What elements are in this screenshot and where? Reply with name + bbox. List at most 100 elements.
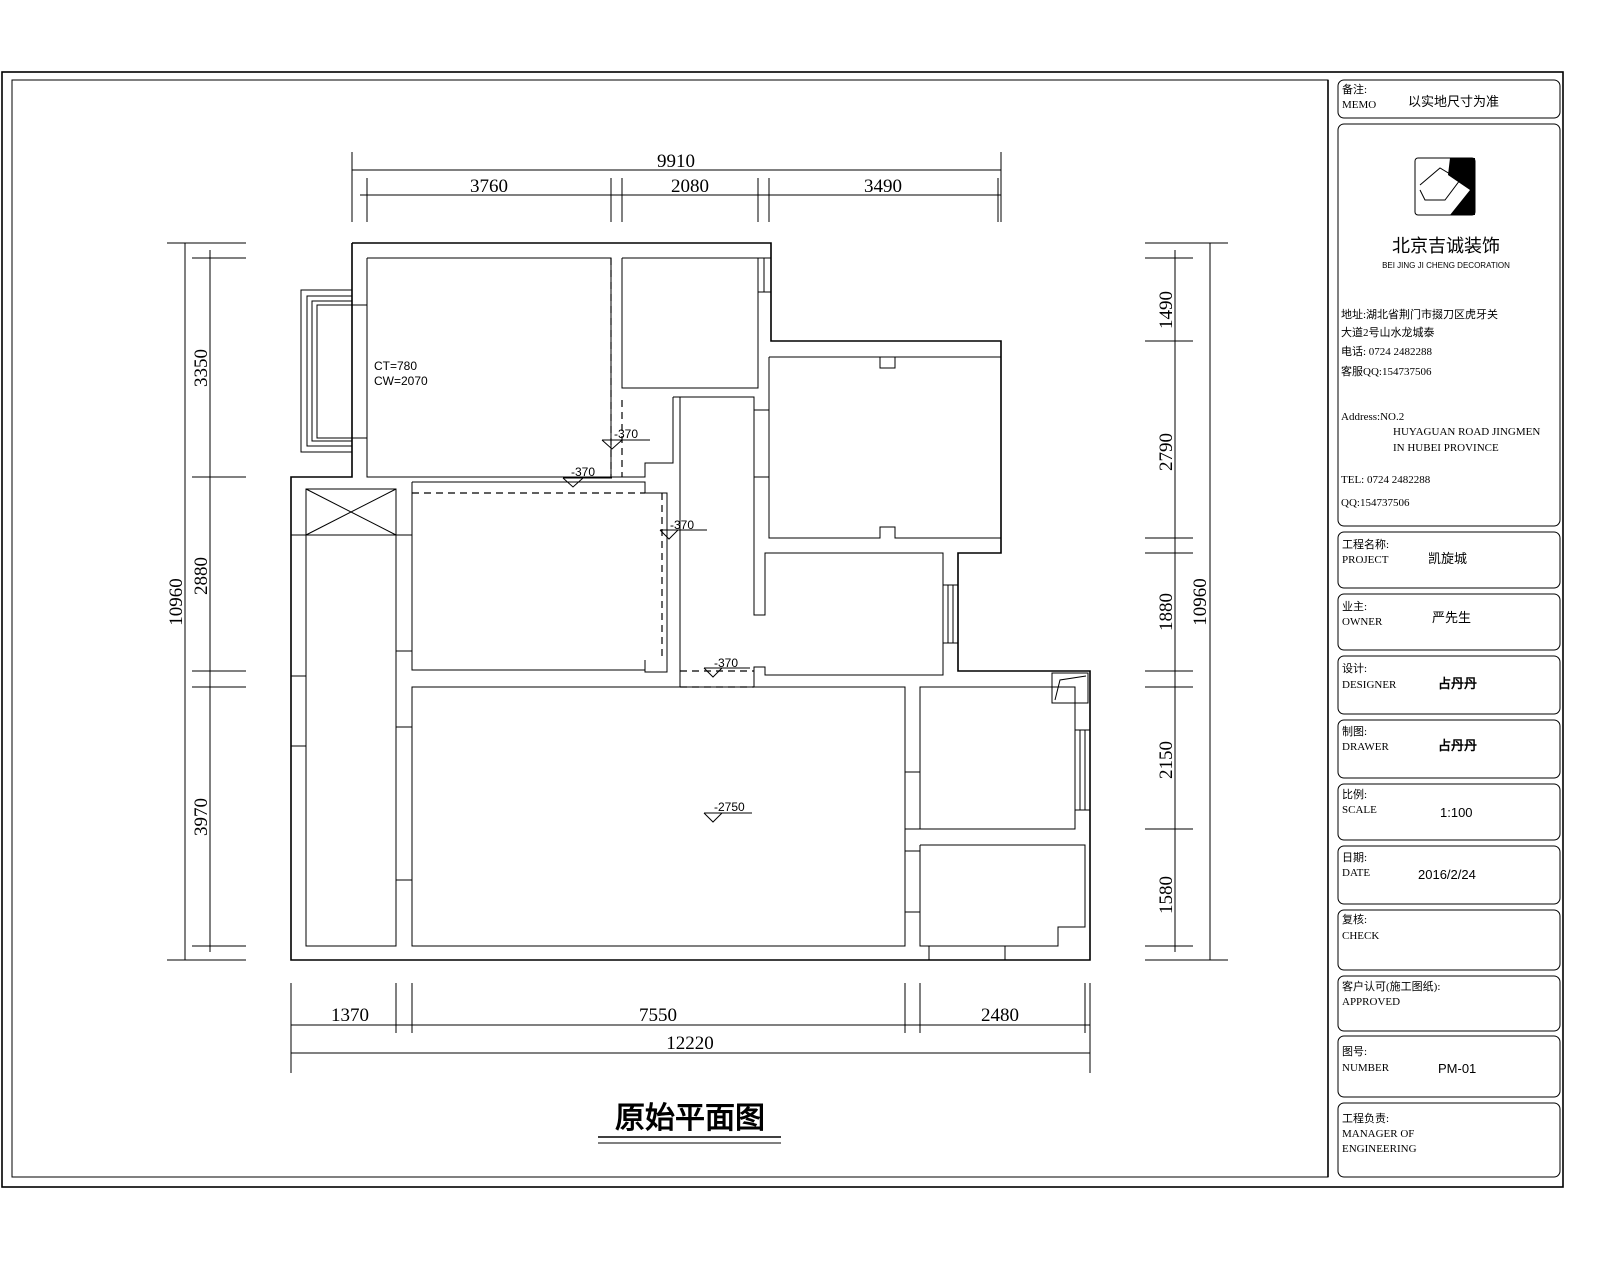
dimension-label: 1880 — [1156, 593, 1177, 631]
exterior-wall — [290, 242, 1091, 961]
right-dimensions: 10960 1490 2790 1880 2150 1580 — [1145, 242, 1228, 961]
dimension-label: 1370 — [331, 1005, 369, 1026]
svg-text:凯旋城: 凯旋城 — [1428, 551, 1467, 566]
svg-text:DRAWER: DRAWER — [1342, 741, 1389, 753]
svg-text:比例:: 比例: — [1342, 787, 1367, 801]
address-en: Address:NO.2 — [1341, 411, 1404, 423]
svg-text:MANAGER OF: MANAGER OF — [1342, 1128, 1414, 1140]
ceiling-annotation-cw: CW=2070 — [374, 374, 428, 388]
left-dimensions: 10960 3350 2880 3970 — [166, 242, 246, 961]
svg-text:设计:: 设计: — [1342, 662, 1367, 675]
svg-text:SCALE: SCALE — [1342, 804, 1377, 816]
bottom-dimensions: 1370 7550 2480 12220 — [290, 983, 1091, 1073]
svg-text:NUMBER: NUMBER — [1342, 1062, 1390, 1074]
svg-text:严先生: 严先生 — [1432, 610, 1471, 625]
address-cn: 地址:湖北省荆门市掇刀区虎牙关 — [1341, 307, 1498, 321]
dimension-label: 2480 — [981, 1005, 1019, 1026]
level-marker: -370 — [562, 465, 612, 488]
svg-text:-370: -370 — [670, 518, 694, 532]
floor-plan — [290, 242, 1091, 961]
svg-text:-370: -370 — [614, 427, 638, 441]
field-scale: 比例: SCALE 1:100 — [1337, 783, 1561, 841]
dimension-label: 7550 — [639, 1005, 677, 1026]
field-check: 复核: CHECK — [1337, 909, 1561, 971]
top-dimensions: 9910 3760 2080 3490 — [351, 151, 1002, 222]
address-en: HUYAGUAN ROAD JINGMEN — [1393, 426, 1540, 438]
svg-text:客户认可(施工图纸):: 客户认可(施工图纸): — [1342, 979, 1440, 993]
dimension-label: 10960 — [1190, 578, 1211, 626]
field-project: 工程名称: PROJECT 凯旋城 — [1337, 531, 1561, 589]
field-manager: 工程负责: MANAGER OF ENGINEERING — [1337, 1102, 1561, 1178]
svg-text:复核:: 复核: — [1342, 912, 1367, 926]
dimension-label: 12220 — [666, 1033, 714, 1054]
dimension-label: 2150 — [1156, 741, 1177, 779]
address-cn: 大道2号山水龙城泰 — [1341, 325, 1435, 339]
living-room — [411, 686, 906, 947]
memo-label: 备注: — [1342, 82, 1367, 96]
level-marker: -2750 — [703, 800, 752, 823]
svg-text:DESIGNER: DESIGNER — [1342, 679, 1397, 691]
level-marker: -370 — [703, 656, 750, 678]
dimension-label: 2080 — [671, 176, 709, 197]
bedroom-2 — [411, 481, 668, 673]
svg-text:OWNER: OWNER — [1342, 616, 1383, 628]
svg-text:占丹丹: 占丹丹 — [1438, 676, 1477, 691]
drawing-title: 原始平面图 — [615, 1101, 765, 1136]
memo-label-en: MEMO — [1342, 99, 1376, 111]
title-block: 备注: MEMO 以实地尺寸为准 北京吉诚装饰 BEI JING JI CHEN… — [1327, 79, 1561, 1178]
field-drawer: 制图: DRAWER 占丹丹 — [1337, 719, 1561, 779]
svg-text:制图:: 制图: — [1342, 725, 1367, 738]
dimension-label: 3350 — [191, 349, 212, 387]
svg-text:2016/2/24: 2016/2/24 — [1418, 867, 1476, 882]
dimension-label: 10960 — [166, 578, 187, 626]
svg-text:ENGINEERING: ENGINEERING — [1342, 1143, 1417, 1155]
outer-frame — [1, 71, 1564, 1188]
svg-text:日期:: 日期: — [1342, 851, 1367, 864]
svg-text:-2750: -2750 — [714, 800, 745, 814]
qq: 客服QQ:154737506 — [1341, 364, 1432, 378]
dimension-label: 3490 — [864, 176, 902, 197]
svg-text:APPROVED: APPROVED — [1342, 996, 1400, 1008]
level-marker: -370 — [659, 518, 707, 540]
field-date: 日期: DATE 2016/2/24 — [1337, 845, 1561, 905]
dimension-label: 3970 — [191, 798, 212, 836]
flue — [1051, 672, 1089, 704]
svg-text:业主:: 业主: — [1342, 600, 1367, 613]
svg-text:1:100: 1:100 — [1440, 805, 1473, 820]
svg-text:DATE: DATE — [1342, 867, 1370, 879]
memo-value: 以实地尺寸为准 — [1408, 94, 1499, 109]
level-markers: -370 -370 -370 -370 -2750 — [562, 427, 752, 823]
dimension-label: 2880 — [191, 557, 212, 595]
svg-text:占丹丹: 占丹丹 — [1438, 738, 1477, 753]
field-designer: 设计: DESIGNER 占丹丹 — [1337, 655, 1561, 715]
dimension-label: 3760 — [470, 176, 508, 197]
field-owner: 业主: OWNER 严先生 — [1337, 593, 1561, 651]
level-marker: -370 — [601, 427, 650, 450]
company-logo — [1414, 157, 1476, 216]
svg-text:工程名称:: 工程名称: — [1342, 537, 1389, 551]
kitchen — [919, 686, 1076, 830]
balcony-strip — [305, 534, 397, 947]
svg-text:CHECK: CHECK — [1342, 930, 1379, 942]
svg-text:PM-01: PM-01 — [1438, 1061, 1476, 1076]
corridor — [680, 396, 944, 687]
svg-text:工程负责:: 工程负责: — [1342, 1111, 1389, 1125]
svg-text:PROJECT: PROJECT — [1342, 554, 1389, 566]
dimension-label: 1490 — [1156, 291, 1177, 329]
address-en: IN HUBEI PROVINCE — [1393, 442, 1499, 454]
dimension-label: 2790 — [1156, 433, 1177, 471]
company-name: 北京吉诚装饰 — [1392, 236, 1500, 257]
dimension-label: 1580 — [1156, 876, 1177, 914]
svg-text:图号:: 图号: — [1342, 1045, 1367, 1058]
company-name-en: BEI JING JI CHENG DECORATION — [1382, 261, 1510, 270]
svg-text:-370: -370 — [714, 656, 738, 670]
field-number: 图号: NUMBER PM-01 — [1337, 1035, 1561, 1098]
qq-en: QQ:154737506 — [1341, 497, 1410, 509]
ceiling-annotation-ct: CT=780 — [374, 359, 417, 373]
phone: 电话: 0724 2482288 — [1341, 345, 1433, 358]
closet-room — [621, 257, 759, 389]
dimension-label: 9910 — [657, 151, 695, 172]
svg-text:-370: -370 — [571, 465, 595, 479]
bay-window — [300, 289, 368, 453]
